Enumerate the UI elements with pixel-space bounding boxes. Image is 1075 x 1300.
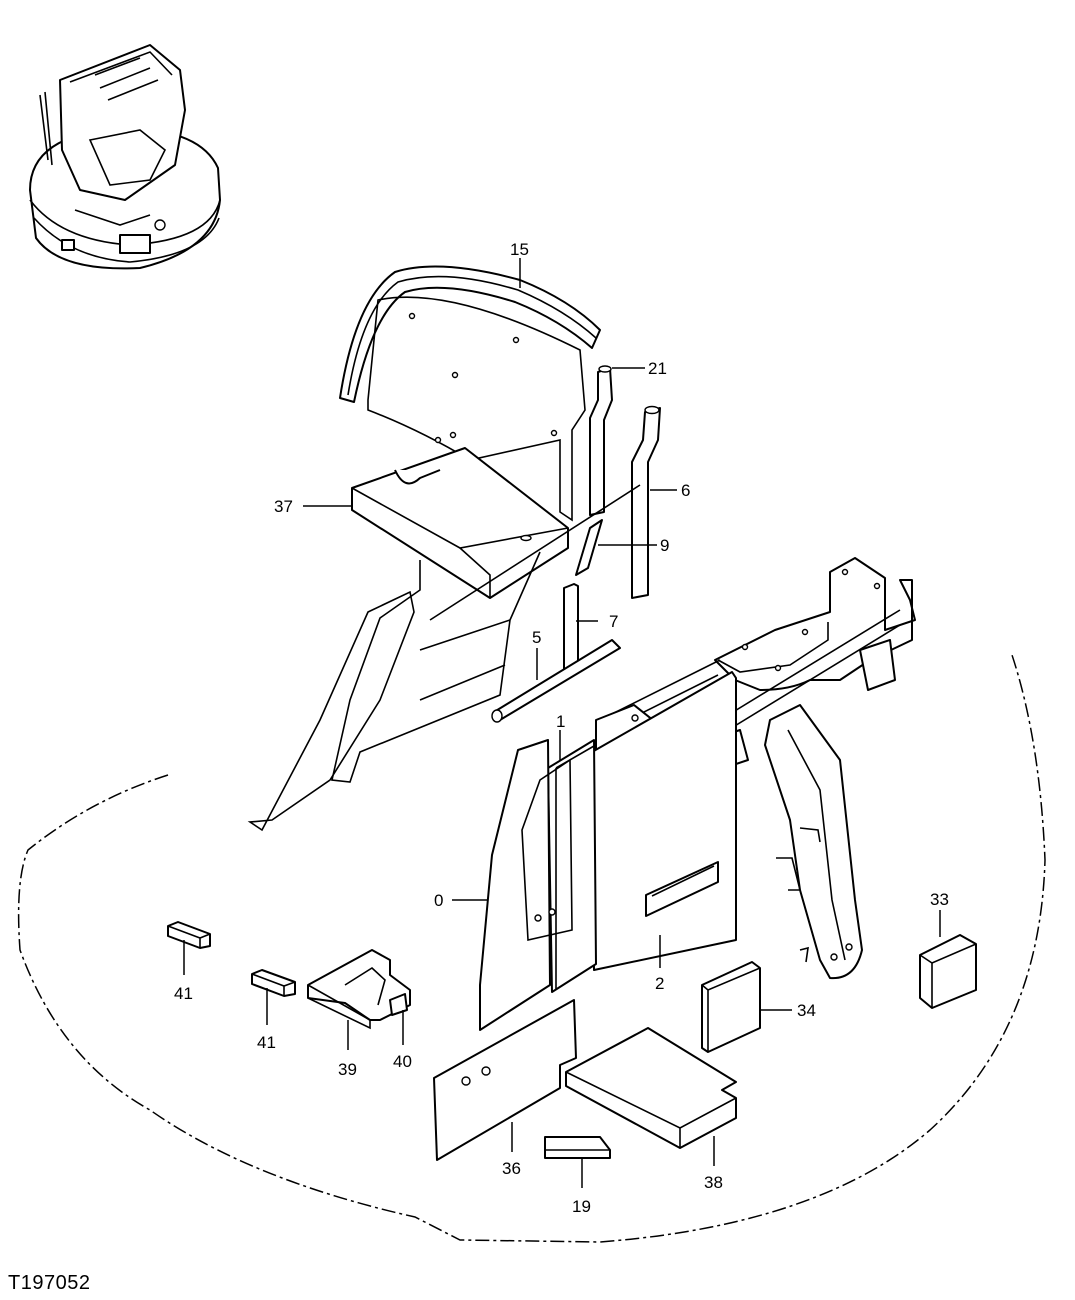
floor-boundary [17, 654, 1046, 1243]
side-frame-ghost [331, 551, 541, 783]
callout-33: 33 [930, 890, 949, 909]
callout-0: 0 [434, 891, 443, 910]
rear-panel-outline [367, 296, 586, 522]
part-5-bar [493, 639, 621, 721]
callout-7: 7 [609, 612, 618, 631]
callout-36: 36 [502, 1159, 521, 1178]
part-38-pad [565, 1027, 737, 1149]
part-33-block [919, 934, 977, 1009]
part-9-piece [575, 519, 603, 576]
figure-id: T197052 [8, 1272, 91, 1294]
part-41-block-b [251, 969, 296, 997]
callout-38: 38 [704, 1173, 723, 1192]
part-6-strip [631, 407, 661, 599]
callout-19: 19 [572, 1197, 591, 1216]
part-36-panel [433, 999, 577, 1161]
callout-39: 39 [338, 1060, 357, 1079]
part-34-pad [701, 961, 761, 1053]
callout-1: 1 [556, 712, 565, 731]
part-0-side-panel [479, 739, 573, 1031]
machine-locator-thumbnail [29, 44, 221, 270]
callout-2: 2 [655, 974, 664, 993]
part-7-bar [563, 583, 579, 673]
part-15-upper-trim [339, 265, 601, 403]
callout-6: 6 [681, 481, 690, 500]
callout-41-a: 41 [174, 984, 193, 1003]
leader-lines [183, 258, 941, 1188]
part-41-block-a [167, 921, 211, 949]
callout-labels: 15 21 6 37 9 7 5 1 0 2 33 34 41 41 39 40… [174, 240, 949, 1216]
part-19-wedge [544, 1136, 611, 1159]
callout-34: 34 [797, 1001, 816, 1020]
part-39-bracket-pad [307, 949, 411, 1030]
callout-9: 9 [660, 536, 669, 555]
part-37-pad [351, 447, 569, 599]
part-21-strip [589, 367, 613, 516]
callout-41-b: 41 [257, 1033, 276, 1052]
callout-15: 15 [510, 240, 529, 259]
callout-21: 21 [648, 359, 667, 378]
callout-37: 37 [274, 497, 293, 516]
callout-40: 40 [393, 1052, 412, 1071]
callout-5: 5 [532, 628, 541, 647]
